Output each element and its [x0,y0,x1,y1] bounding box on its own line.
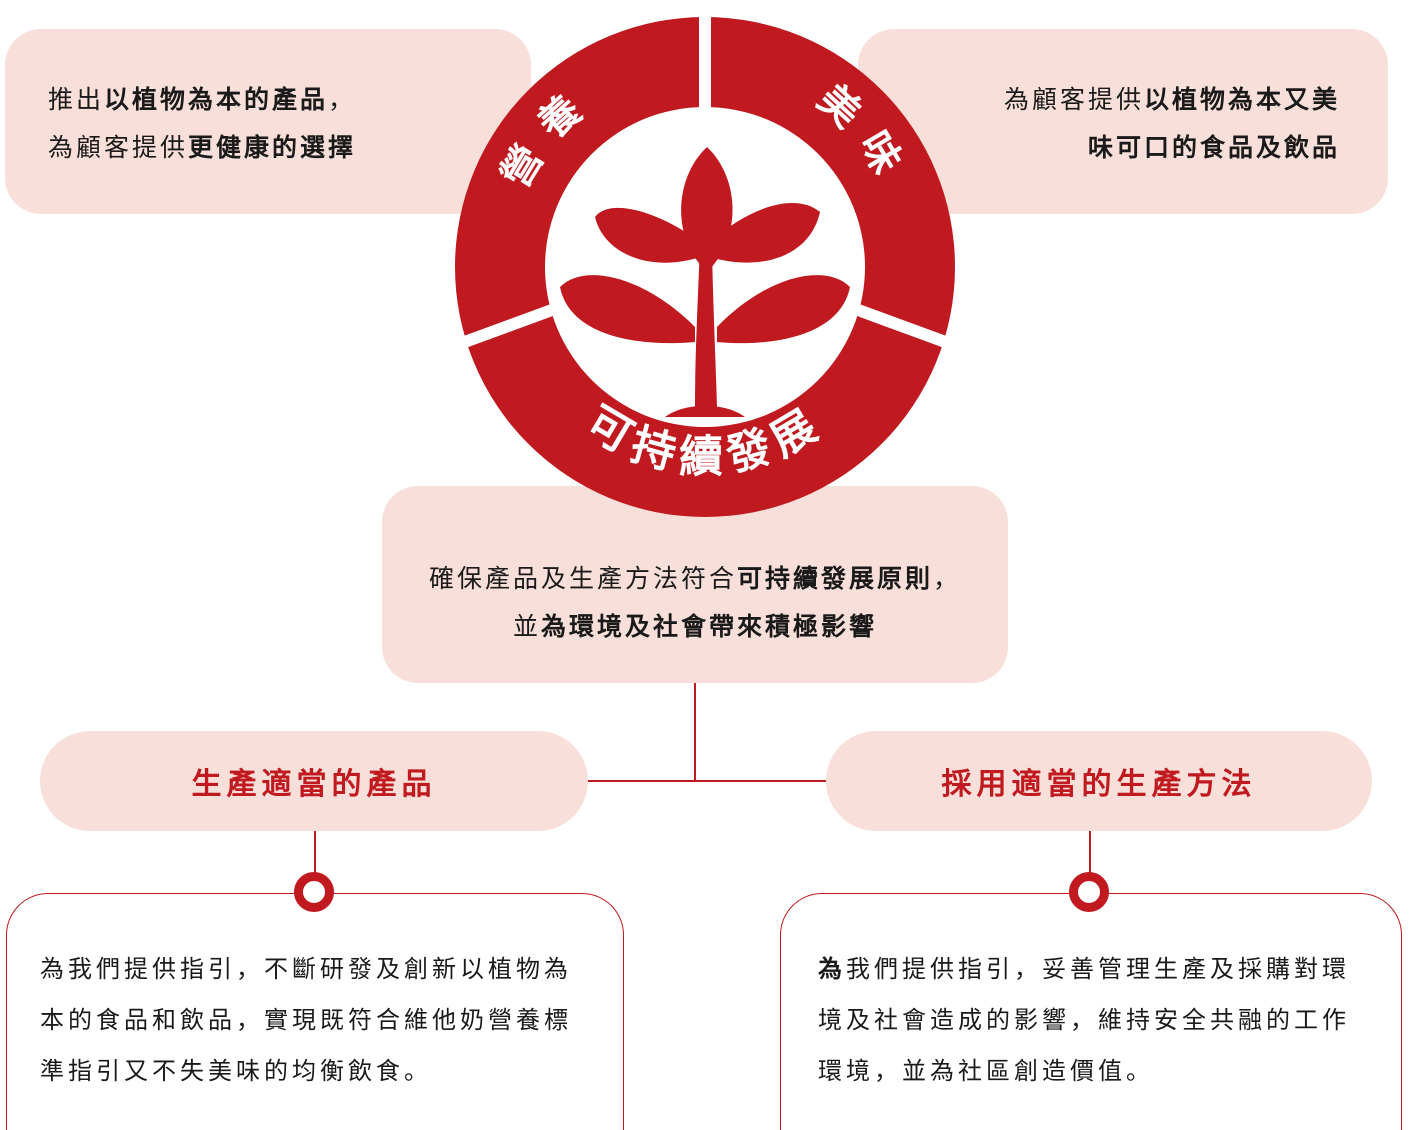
connector-vertical [694,683,696,781]
card-sustainability [382,486,1008,683]
heading-methods: 採用適當的生產方法 [826,731,1372,831]
card-taste-text: 為顧客提供以植物為本又美 味可口的食品及飲品 [1003,85,1340,162]
stem-right [1089,831,1091,876]
connector-horizontal [588,780,828,782]
divider-left [448,301,563,353]
detail-text-products: 為我們提供指引，不斷研發及創新以植物為 本的食品和飲品，實現既符合維他奶營養標 … [40,955,572,1085]
divider-right [847,301,962,353]
card-nutrition-text: 推出以植物為本的產品， 為顧客提供更健康的選擇 [48,85,357,162]
card-taste [858,29,1388,214]
plant-icon [560,147,850,417]
node-dot-right [1069,872,1109,912]
heading-products: 生產適當的產品 [40,731,588,831]
detail-text-methods: 為我們提供指引，妥善管理生產及採購對環 境及社會造成的影響，維持安全共融的工作 … [818,955,1350,1085]
stem-left [314,831,316,876]
node-dot-left [294,872,334,912]
card-sustainability-text: 確保產品及生產方法符合可持續發展原則， 並為環境及社會帶來積極影響 [428,564,962,641]
card-nutrition [5,29,531,214]
detail-box-products [6,893,624,1130]
detail-box-methods [780,893,1402,1130]
sustainability-emblem: 營養 美味 可持續發展 [448,7,962,517]
